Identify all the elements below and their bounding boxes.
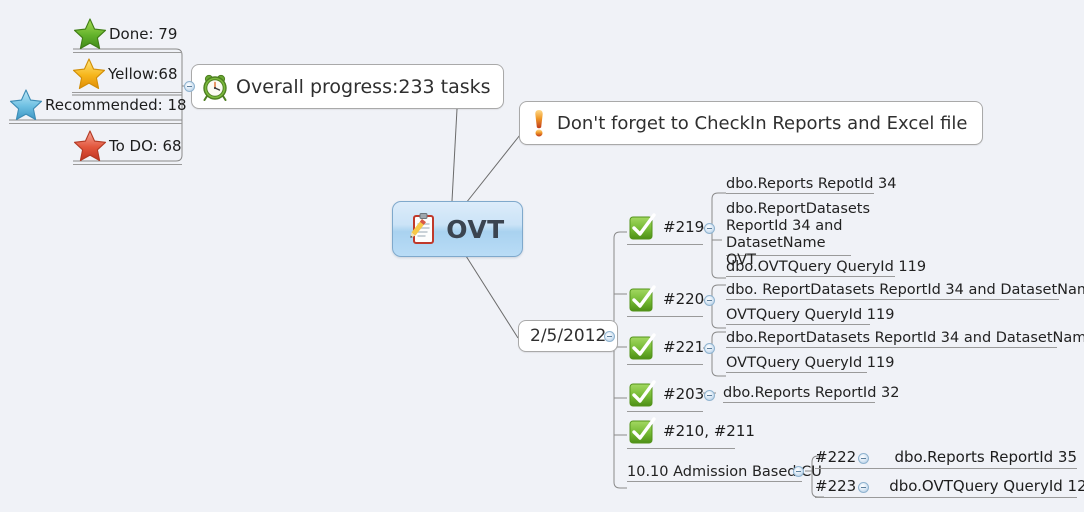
check-icon — [627, 416, 657, 446]
node-date[interactable]: 2/5/2012 — [518, 320, 619, 352]
node-reminder[interactable]: Don't forget to CheckIn Reports and Exce… — [519, 101, 983, 145]
check-icon — [627, 212, 657, 242]
star-row-todo[interactable]: To DO: 68 — [73, 129, 182, 165]
clipboard-pencil-icon — [410, 212, 440, 246]
task-row-220[interactable]: #220 — [627, 284, 705, 317]
star-row-yellow[interactable]: Yellow:68 — [72, 57, 182, 93]
star-row-recommended-label: Recommended: 18 — [45, 95, 187, 114]
task-row-210-211-label: #210, #211 — [663, 422, 755, 440]
root-label: OVT — [446, 214, 505, 244]
star-icon — [73, 129, 107, 162]
check-icon — [627, 379, 657, 409]
star-row-done[interactable]: Done: 79 — [73, 17, 182, 53]
leaf-203-0[interactable]: dbo.Reports ReportId 32 — [723, 385, 900, 403]
task-row-203[interactable]: #203 — [627, 379, 705, 412]
star-row-todo-label: To DO: 68 — [109, 136, 182, 155]
task-row-221[interactable]: #221 — [627, 332, 705, 365]
star-icon — [73, 17, 107, 50]
task-row-221-label: #221 — [663, 338, 705, 356]
task-row-210-211[interactable]: #210, #211 — [627, 416, 755, 449]
leaf-219-1[interactable]: dbo.ReportDatasets ReportId 34 and Datas… — [726, 201, 871, 268]
star-icon — [72, 57, 106, 90]
task-row-222[interactable]: #222 dbo.Reports ReportId 35 — [815, 448, 1077, 469]
leaf-219-2[interactable]: dbo.OVTQuery QueryId 119 — [726, 259, 927, 277]
exclamation-icon — [531, 108, 547, 138]
task-row-203-label: #203 — [663, 385, 705, 403]
task-row-223-id: #223 — [815, 477, 857, 495]
collapse-handle-220[interactable] — [704, 295, 715, 306]
task-row-219-label: #219 — [663, 218, 705, 236]
leaf-221-1[interactable]: OVTQuery QueryId 119 — [726, 355, 895, 373]
reminder-label: Don't forget to CheckIn Reports and Exce… — [557, 112, 968, 134]
date-label: 2/5/2012 — [530, 326, 607, 346]
star-row-recommended[interactable]: Recommended: 18 — [9, 88, 187, 124]
task-row-219[interactable]: #219 — [627, 212, 705, 245]
leaf-221-0[interactable]: dbo.ReportDatasets ReportId 34 and Datas… — [726, 330, 1084, 348]
node-overall-progress[interactable]: Overall progress:233 tasks — [191, 64, 504, 109]
collapse-handle-221[interactable] — [704, 343, 715, 354]
root-node-ovt[interactable]: OVT — [392, 201, 523, 257]
alarm-clock-icon — [201, 73, 229, 101]
task-row-223[interactable]: #223 dbo.OVTQuery QueryId 120 — [815, 477, 1084, 498]
collapse-handle-admission[interactable] — [793, 466, 804, 477]
leaf-219-0[interactable]: dbo.Reports RepotId 34 — [726, 176, 897, 194]
task-row-220-label: #220 — [663, 290, 705, 308]
collapse-handle-progress[interactable] — [184, 81, 195, 92]
star-row-yellow-label: Yellow:68 — [108, 64, 178, 83]
star-row-done-label: Done: 79 — [109, 24, 178, 43]
check-icon — [627, 284, 657, 314]
leaf-220-1[interactable]: OVTQuery QueryId 119 — [726, 307, 895, 325]
overall-progress-label: Overall progress:233 tasks — [236, 75, 491, 98]
collapse-handle-222[interactable] — [858, 453, 869, 464]
task-row-223-detail: dbo.OVTQuery QueryId 120 — [889, 477, 1084, 495]
collapse-handle-date[interactable] — [604, 331, 615, 342]
task-row-222-detail: dbo.Reports ReportId 35 — [894, 448, 1077, 466]
task-row-222-id: #222 — [815, 448, 857, 466]
collapse-handle-203[interactable] — [704, 390, 715, 401]
collapse-handle-223[interactable] — [858, 482, 869, 493]
task-row-admission-label[interactable]: 10.10 Admission Based CU — [627, 464, 822, 482]
collapse-handle-219[interactable] — [704, 223, 715, 234]
check-icon — [627, 332, 657, 362]
star-icon — [9, 88, 43, 121]
leaf-220-0[interactable]: dbo. ReportDatasets ReportId 34 and Data… — [726, 282, 1084, 300]
